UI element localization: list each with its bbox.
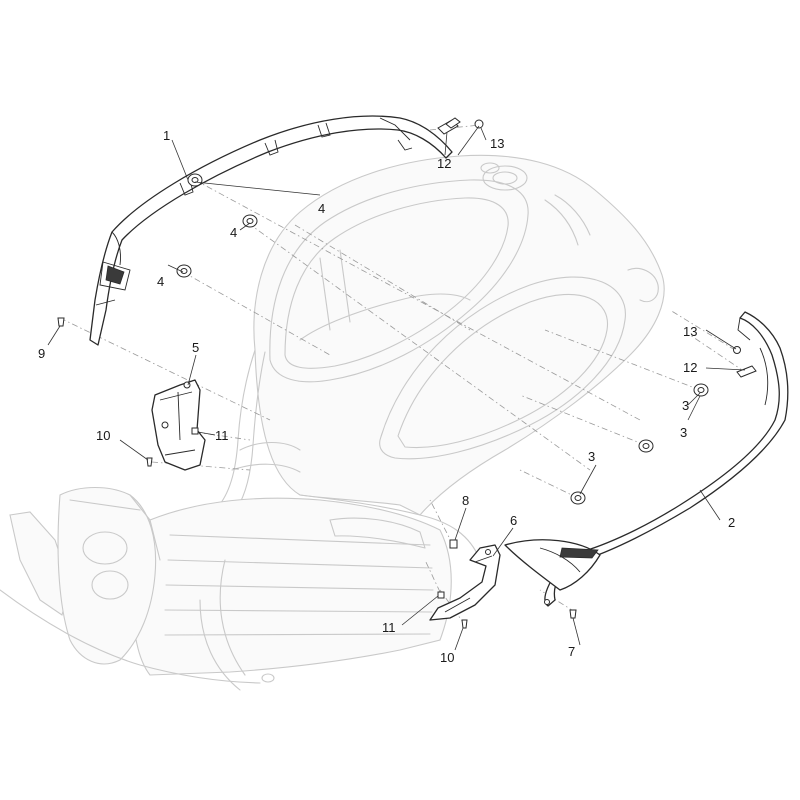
callout-3: 3 (588, 449, 595, 464)
callout-13: 13 (683, 324, 697, 339)
callout-3: 3 (682, 398, 689, 413)
callout-10: 10 (96, 428, 110, 443)
callout-4: 4 (318, 201, 325, 216)
callout-9: 9 (38, 346, 45, 361)
scooter-body-ghost (0, 154, 665, 691)
small-hardware (57, 117, 757, 629)
leader-lines (47, 125, 746, 651)
callout-1: 1 (163, 128, 170, 143)
callout-12: 12 (437, 156, 451, 171)
callout-12: 12 (683, 360, 697, 375)
callout-labels: 1 2 3 3 3 4 4 4 5 6 7 8 9 10 10 11 11 12… (38, 128, 735, 665)
assembly-lines (59, 124, 746, 626)
part-6-right-bracket (429, 544, 501, 621)
callout-2: 2 (728, 515, 735, 530)
callout-6: 6 (510, 513, 517, 528)
callout-3: 3 (680, 425, 687, 440)
callout-11: 11 (215, 428, 229, 443)
callout-4: 4 (157, 274, 164, 289)
callout-13: 13 (490, 136, 504, 151)
callout-4: 4 (230, 225, 237, 240)
part-5-left-bracket (151, 379, 206, 471)
callout-11: 11 (382, 620, 396, 635)
part-2-right-trim (504, 311, 789, 607)
callout-7: 7 (568, 644, 575, 659)
part-1-left-trim (89, 115, 453, 346)
callout-8: 8 (462, 493, 469, 508)
callout-5: 5 (192, 340, 199, 355)
callout-10: 10 (440, 650, 454, 665)
